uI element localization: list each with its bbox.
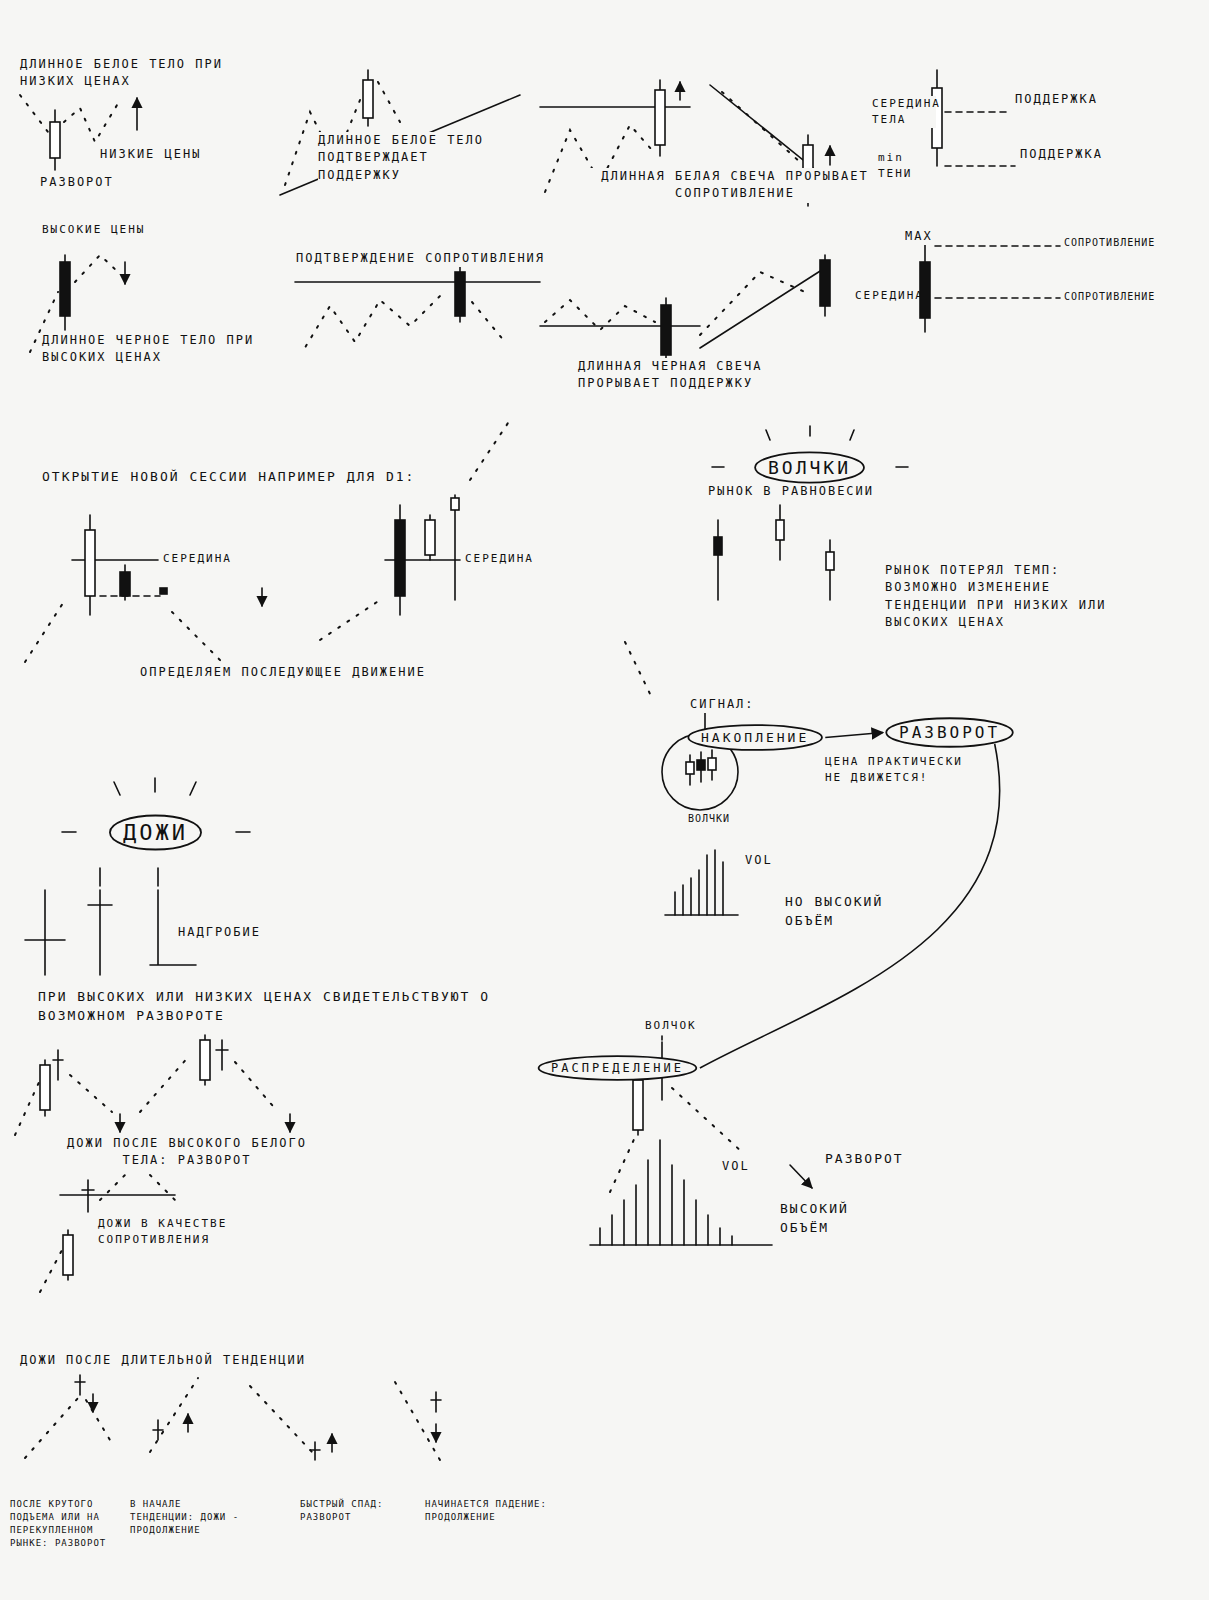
note-text: НАДГРОБИЕ bbox=[178, 924, 261, 941]
note-text: СЕРЕДИНА bbox=[163, 551, 232, 567]
note-text: VOL bbox=[745, 852, 773, 869]
note-text: СОПРОТИВЛЕНИЕ bbox=[1064, 290, 1155, 305]
note-text: ДЛИННОЕ БЕЛОЕ ТЕЛО ПОДТВЕРЖДАЕТ ПОДДЕРЖК… bbox=[318, 132, 518, 184]
note-text: ПРИ ВЫСОКИХ ИЛИ НИЗКИХ ЦЕНАХ СВИДЕТЕЛЬСТ… bbox=[38, 988, 538, 1026]
note-text: min ТЕНИ bbox=[878, 150, 934, 182]
note-text: НО ВЫСОКИЙ ОБЪЁМ bbox=[785, 893, 905, 931]
note-text: MAX bbox=[905, 228, 933, 245]
oval-node: РАЗВОРОТ bbox=[885, 717, 1014, 748]
note-text: ДЛИННОЕ БЕЛОЕ ТЕЛО ПРИ НИЗКИХ ЦЕНАХ bbox=[20, 56, 270, 91]
note-text: СЕРЕДИНА bbox=[855, 288, 917, 304]
note-text: ДОЖИ ПОСЛЕ ВЫСОКОГО БЕЛОГО ТЕЛА: РАЗВОРО… bbox=[42, 1135, 332, 1170]
note-text: ДЛИННАЯ БЕЛАЯ СВЕЧА ПРОРЫВАЕТ СОПРОТИВЛЕ… bbox=[585, 168, 885, 203]
note-text: РАЗВОРОТ bbox=[40, 174, 114, 191]
node-text: РАЗВОРОТ bbox=[899, 723, 1000, 742]
node-text: РАСПРЕДЕЛЕНИЕ bbox=[551, 1061, 684, 1075]
note-text: БЫСТРЫЙ СПАД: РАЗВОРОТ bbox=[300, 1498, 400, 1524]
note-text: В НАЧАЛЕ ТЕНДЕНЦИИ: ДОЖИ - ПРОДОЛЖЕНИЕ bbox=[130, 1498, 245, 1537]
node-text: НАКОПЛЕНИЕ bbox=[701, 730, 809, 745]
node-text: ВОЛЧКИ bbox=[768, 457, 851, 478]
note-text: ВЫСОКИЙ ОБЪЁМ bbox=[780, 1200, 890, 1238]
note-text: СЕРЕДИНА ТЕЛА bbox=[872, 96, 936, 128]
note-text: ОПРЕДЕЛЯЕМ ПОСЛЕДУЮЩЕЕ ДВИЖЕНИЕ bbox=[140, 664, 426, 681]
note-text: ПОСЛЕ КРУТОГО ПОДЪЕМА ИЛИ НА ПЕРЕКУПЛЕНН… bbox=[10, 1498, 125, 1550]
note-text: ДОЖИ ПОСЛЕ ДЛИТЕЛЬНОЙ ТЕНДЕНЦИИ bbox=[20, 1352, 306, 1369]
connector bbox=[825, 733, 883, 738]
note-text: ДЛИННАЯ ЧЕРНАЯ СВЕЧА ПРОРЫВАЕТ ПОДДЕРЖКУ bbox=[578, 358, 778, 393]
note-text: ЦЕНА ПРАКТИЧЕСКИ НЕ ДВИЖЕТСЯ! bbox=[825, 754, 973, 786]
note-text: VOL bbox=[722, 1158, 750, 1175]
note-text: РЫНОК ПОТЕРЯЛ ТЕМП: ВОЗМОЖНО ИЗМЕНЕНИЕ Т… bbox=[885, 562, 1135, 632]
note-text: РЫНОК В РАВНОВЕСИИ bbox=[708, 483, 874, 500]
note-text: СОПРОТИВЛЕНИЕ bbox=[1064, 236, 1155, 251]
node-text: ДОЖИ bbox=[123, 820, 188, 845]
note-text: ВОЛЧКИ bbox=[688, 812, 730, 827]
note-text: ВОЛЧОК bbox=[645, 1018, 697, 1034]
note-text: ДЛИННОЕ ЧЕРНОЕ ТЕЛО ПРИ ВЫСОКИХ ЦЕНАХ bbox=[42, 332, 302, 367]
note-text: ВЫСОКИЕ ЦЕНЫ bbox=[42, 222, 145, 238]
oval-node: ВОЛЧКИ bbox=[754, 451, 865, 484]
oval-node: РАСПРЕДЕЛЕНИЕ bbox=[537, 1055, 698, 1081]
note-text: ПОДДЕРЖКА bbox=[1015, 91, 1098, 108]
oval-node: ДОЖИ bbox=[109, 814, 202, 851]
note-text: СЕРЕДИНА bbox=[465, 551, 534, 567]
note-text: ОТКРЫТИЕ НОВОЙ СЕССИИ НАПРИМЕР ДЛЯ D1: bbox=[42, 468, 415, 487]
note-text: СИГНАЛ: bbox=[690, 696, 755, 713]
note-text: НАЧИНАЕТСЯ ПАДЕНИЕ: ПРОДОЛЖЕНИЕ bbox=[425, 1498, 570, 1524]
note-text: ПОДТВЕРЖДЕНИЕ СОПРОТИВЛЕНИЯ bbox=[296, 250, 545, 267]
connector bbox=[700, 744, 1000, 1068]
note-text: ДОЖИ В КАЧЕСТВЕ СОПРОТИВЛЕНИЯ bbox=[98, 1216, 308, 1248]
note-text: ПОДДЕРЖКА bbox=[1020, 146, 1103, 163]
oval-node: НАКОПЛЕНИЕ bbox=[687, 724, 823, 751]
note-text: НИЗКИЕ ЦЕНЫ bbox=[100, 146, 201, 163]
note-text: РАЗВОРОТ bbox=[825, 1150, 904, 1169]
